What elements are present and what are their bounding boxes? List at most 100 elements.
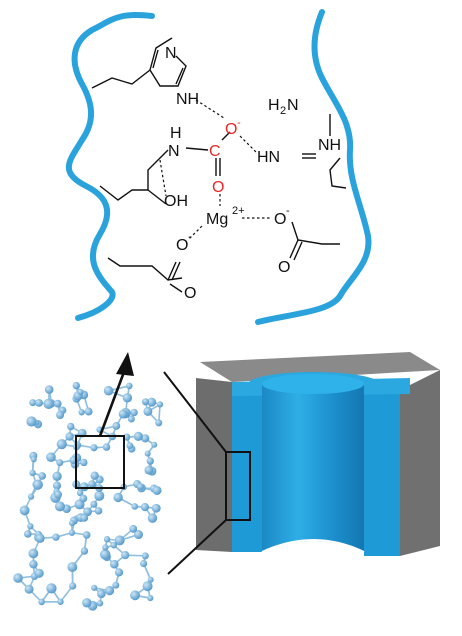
network-node bbox=[26, 416, 37, 427]
network-node bbox=[30, 456, 37, 463]
network-node bbox=[126, 382, 133, 390]
network-node bbox=[151, 503, 161, 513]
network-node bbox=[67, 562, 78, 572]
network-node bbox=[90, 500, 98, 508]
network-node bbox=[151, 441, 158, 448]
atom-magnesium: Mg bbox=[206, 211, 228, 228]
network-node bbox=[103, 536, 111, 543]
network-node bbox=[56, 411, 65, 420]
network-node bbox=[110, 541, 118, 549]
network-node bbox=[84, 407, 93, 416]
network-node bbox=[144, 465, 154, 475]
network-node bbox=[80, 514, 89, 522]
network-node bbox=[147, 513, 158, 523]
network-node bbox=[79, 482, 89, 492]
atom-carboxylate-right-o: O bbox=[278, 259, 290, 276]
network-node bbox=[24, 530, 32, 538]
network-node bbox=[69, 582, 77, 590]
atom-imidazole-nh: NH bbox=[176, 91, 199, 108]
network-node bbox=[52, 471, 62, 482]
network-node bbox=[27, 523, 34, 530]
network-node bbox=[34, 568, 44, 578]
network-node bbox=[69, 520, 76, 527]
network-node bbox=[97, 589, 106, 599]
atom-labels: N NH H N OH C O - O H 2 N HN NH Mg 2+ O … bbox=[164, 45, 341, 302]
network-node bbox=[133, 530, 143, 540]
network-node bbox=[24, 584, 34, 594]
network-node bbox=[142, 581, 153, 592]
network-node bbox=[129, 524, 138, 533]
network-node bbox=[44, 385, 54, 394]
atom-hydroxyl: OH bbox=[164, 193, 188, 210]
network-node bbox=[130, 590, 140, 601]
network-node bbox=[38, 472, 46, 480]
charge-magnesium: 2+ bbox=[232, 205, 245, 217]
network-node bbox=[94, 507, 103, 515]
bonds bbox=[91, 37, 347, 293]
zoom-arrow bbox=[98, 352, 134, 437]
network-node bbox=[29, 560, 38, 569]
protein-backbone-left bbox=[65, 12, 155, 321]
network-node bbox=[79, 494, 88, 503]
network-node bbox=[143, 406, 153, 416]
network-node bbox=[83, 507, 92, 517]
network-node bbox=[113, 492, 123, 503]
network-node bbox=[54, 490, 63, 499]
network-node bbox=[35, 398, 43, 407]
network-node bbox=[121, 551, 130, 560]
network-node bbox=[140, 559, 148, 568]
network-node bbox=[133, 431, 143, 442]
network-node bbox=[147, 576, 154, 583]
network-node bbox=[110, 559, 119, 569]
atom-carboxylate-left-o-minus: O bbox=[176, 237, 188, 254]
network-node bbox=[29, 469, 36, 477]
network-node bbox=[103, 385, 114, 396]
atom-carbamate-o-minus: O bbox=[225, 121, 237, 138]
network-node bbox=[118, 409, 128, 419]
network-node bbox=[114, 568, 124, 577]
network-node bbox=[91, 584, 98, 591]
atom-amide-h: H bbox=[170, 125, 182, 142]
network-node bbox=[35, 533, 45, 543]
network-node bbox=[146, 457, 154, 465]
network-node bbox=[136, 483, 144, 491]
network-node bbox=[104, 586, 115, 596]
network-node bbox=[72, 381, 81, 390]
material-block bbox=[196, 352, 440, 556]
atom-guanidine-hn: HN bbox=[257, 149, 280, 166]
network-node bbox=[53, 399, 62, 408]
network-node bbox=[57, 598, 64, 605]
charge-carboxylate-left: - bbox=[188, 231, 192, 243]
atom-guanidine-h2n-n: N bbox=[287, 97, 299, 114]
network-node bbox=[56, 439, 67, 450]
atom-guanidine-h-subscript: 2 bbox=[280, 105, 286, 117]
network-node bbox=[67, 422, 75, 431]
protein-backbone-right bbox=[255, 9, 372, 325]
network-node bbox=[99, 549, 111, 560]
network-node bbox=[56, 459, 64, 467]
connector-line-bottom bbox=[167, 519, 227, 575]
network-node bbox=[90, 444, 98, 452]
network-node bbox=[27, 493, 35, 500]
network-node bbox=[38, 598, 45, 606]
network-node bbox=[102, 544, 109, 551]
atom-imidazole-n: N bbox=[165, 45, 177, 62]
network-node bbox=[126, 442, 134, 450]
network-node bbox=[156, 401, 164, 408]
network-node bbox=[76, 489, 84, 497]
network-node bbox=[127, 415, 135, 423]
atom-carbamate-o: O bbox=[212, 179, 224, 196]
network-node bbox=[80, 547, 89, 555]
atom-guanidine-nh: NH bbox=[318, 137, 341, 154]
network-node bbox=[144, 450, 151, 457]
network-node bbox=[131, 503, 139, 510]
network-node bbox=[114, 535, 125, 546]
network-node bbox=[13, 573, 23, 583]
network-node bbox=[52, 533, 60, 541]
network-node bbox=[29, 399, 37, 407]
network-node bbox=[82, 598, 92, 608]
network-node bbox=[65, 432, 74, 441]
network-node bbox=[77, 388, 84, 396]
charge-carboxylate-right: - bbox=[286, 205, 290, 217]
